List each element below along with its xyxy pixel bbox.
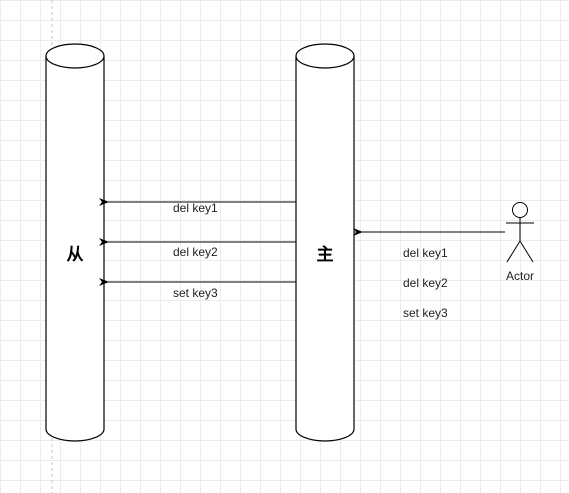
master-cylinder[interactable] [295,43,355,442]
master-label: 主 [316,245,334,265]
actor-icon[interactable] [506,202,534,263]
actor-label: Actor [506,269,535,283]
client-command-3: set key3 [403,306,448,320]
replica-label: 从 [66,245,84,265]
client-command-1: del key1 [403,246,448,260]
client-command-2: del key2 [403,276,448,290]
replica-cylinder[interactable] [45,43,105,442]
replication-label-3: set key3 [173,286,218,300]
replication-label-2: del key2 [173,245,218,259]
replication-label-1: del key1 [173,201,218,215]
